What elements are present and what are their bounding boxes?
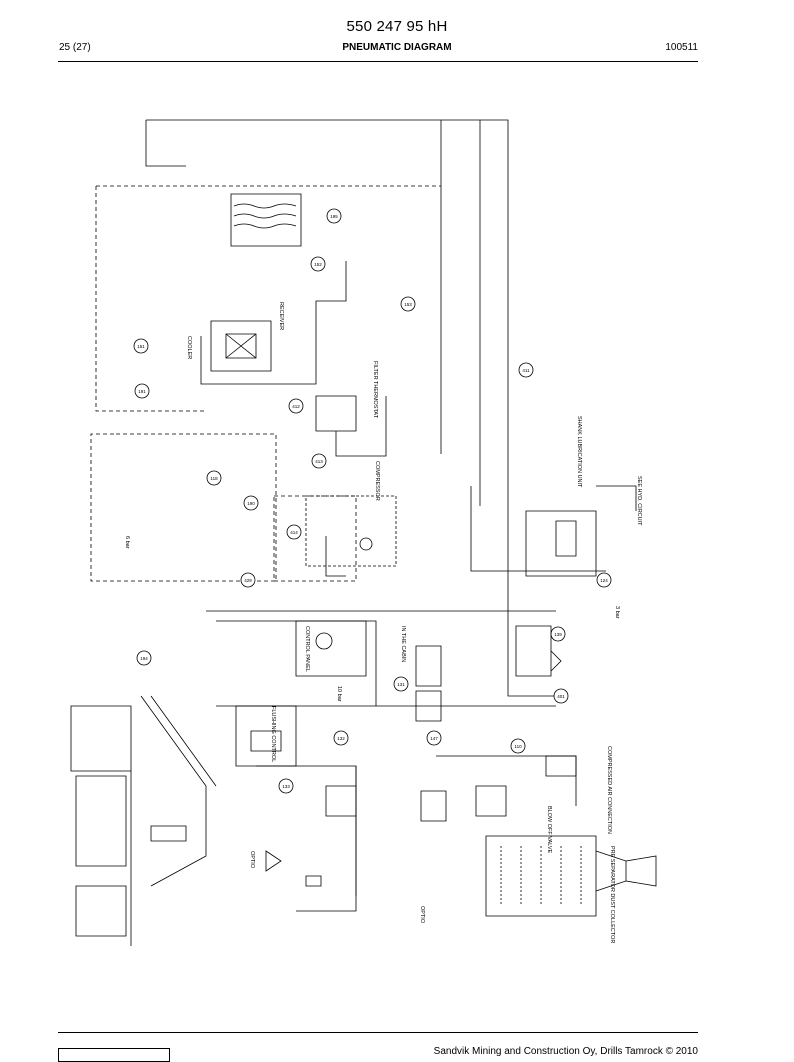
label-cooler: COOLER	[186, 336, 192, 359]
callout-152	[310, 256, 326, 272]
svg-text:152: 152	[314, 262, 322, 267]
page-number: 25 (27)	[59, 42, 91, 53]
label-pressure-2: 10 bar	[336, 686, 342, 702]
callout-147	[426, 730, 442, 746]
svg-text:118: 118	[210, 476, 218, 481]
callout-429	[240, 572, 256, 588]
label-compressed-air-connection: COMPRESSED AIR CONNECTION	[606, 746, 612, 834]
label-option-b: OPTIO	[419, 906, 425, 924]
svg-text:412: 412	[292, 404, 300, 409]
label-see-hyd-circuit: SEE HYD. CIRCUIT	[636, 476, 642, 526]
svg-text:191: 191	[138, 389, 146, 394]
label-in-the-cabin: IN THE CABIN	[400, 626, 406, 662]
svg-text:194: 194	[140, 656, 148, 661]
sandvik-logo: SANDVIK	[58, 1048, 170, 1062]
callout-411	[518, 362, 534, 378]
label-control-panel: CONTROL PANEL	[304, 626, 310, 672]
callout-118	[206, 470, 222, 486]
callout-194	[136, 650, 152, 666]
svg-text:132: 132	[337, 736, 345, 741]
svg-text:151: 151	[137, 344, 145, 349]
svg-text:401: 401	[557, 694, 565, 699]
callout-110	[510, 738, 526, 754]
footer-copyright: Sandvik Mining and Construction Oy, Dril…	[433, 1046, 698, 1057]
svg-text:411: 411	[522, 368, 530, 373]
label-pre-separator: PRE SEPARATOR DUST COLLECTOR	[609, 846, 615, 943]
svg-text:414: 414	[290, 530, 298, 535]
label-pressure-1: 6 bar	[124, 536, 130, 549]
callout-191	[134, 383, 150, 399]
label-flushing-control: FLUSHING CONTROL	[270, 706, 276, 762]
document-number: 550 247 95 hH	[346, 18, 448, 35]
callout-412	[288, 398, 304, 414]
svg-text:195: 195	[330, 214, 338, 219]
callout-133	[278, 778, 294, 794]
svg-text:131: 131	[397, 682, 405, 687]
label-blow-off-valve: BLOW OFF VALVE	[546, 806, 552, 853]
callout-131	[393, 676, 409, 692]
label-receiver: RECEIVER	[278, 302, 284, 330]
svg-text:147: 147	[430, 736, 438, 741]
svg-text:413: 413	[315, 459, 323, 464]
svg-text:124: 124	[600, 578, 608, 583]
svg-text:110: 110	[514, 744, 522, 749]
callout-414	[286, 524, 302, 540]
label-compressor: COMPRESSOR	[374, 461, 380, 501]
page-title: PNEUMATIC DIAGRAM	[342, 42, 452, 53]
callout-413	[311, 453, 327, 469]
svg-text:133: 133	[282, 784, 290, 789]
label-shank-lubrication: SHANK LUBRICATION UNIT	[576, 416, 582, 488]
footer-rule	[58, 1032, 698, 1033]
header-rule	[58, 61, 698, 62]
callout-401	[553, 688, 569, 704]
callout-139	[550, 626, 566, 642]
svg-text:190: 190	[247, 501, 255, 506]
callout-151	[133, 338, 149, 354]
pneumatic-diagram: RECEIVER COOLER FILTER THERMOSTAT COMPRE…	[70, 119, 657, 946]
callout-132	[333, 730, 349, 746]
callout-153	[400, 296, 416, 312]
label-pressure-3: 3 bar	[614, 606, 620, 619]
svg-text:429: 429	[244, 578, 252, 583]
svg-text:139: 139	[554, 632, 562, 637]
callout-195	[326, 208, 342, 224]
document-code: 100511	[665, 42, 698, 53]
callout-124	[596, 572, 612, 588]
label-filter-thermostat: FILTER THERMOSTAT	[372, 361, 378, 419]
label-option-a: OPTIO	[249, 851, 255, 869]
callout-190	[243, 495, 259, 511]
svg-text:153: 153	[404, 302, 412, 307]
